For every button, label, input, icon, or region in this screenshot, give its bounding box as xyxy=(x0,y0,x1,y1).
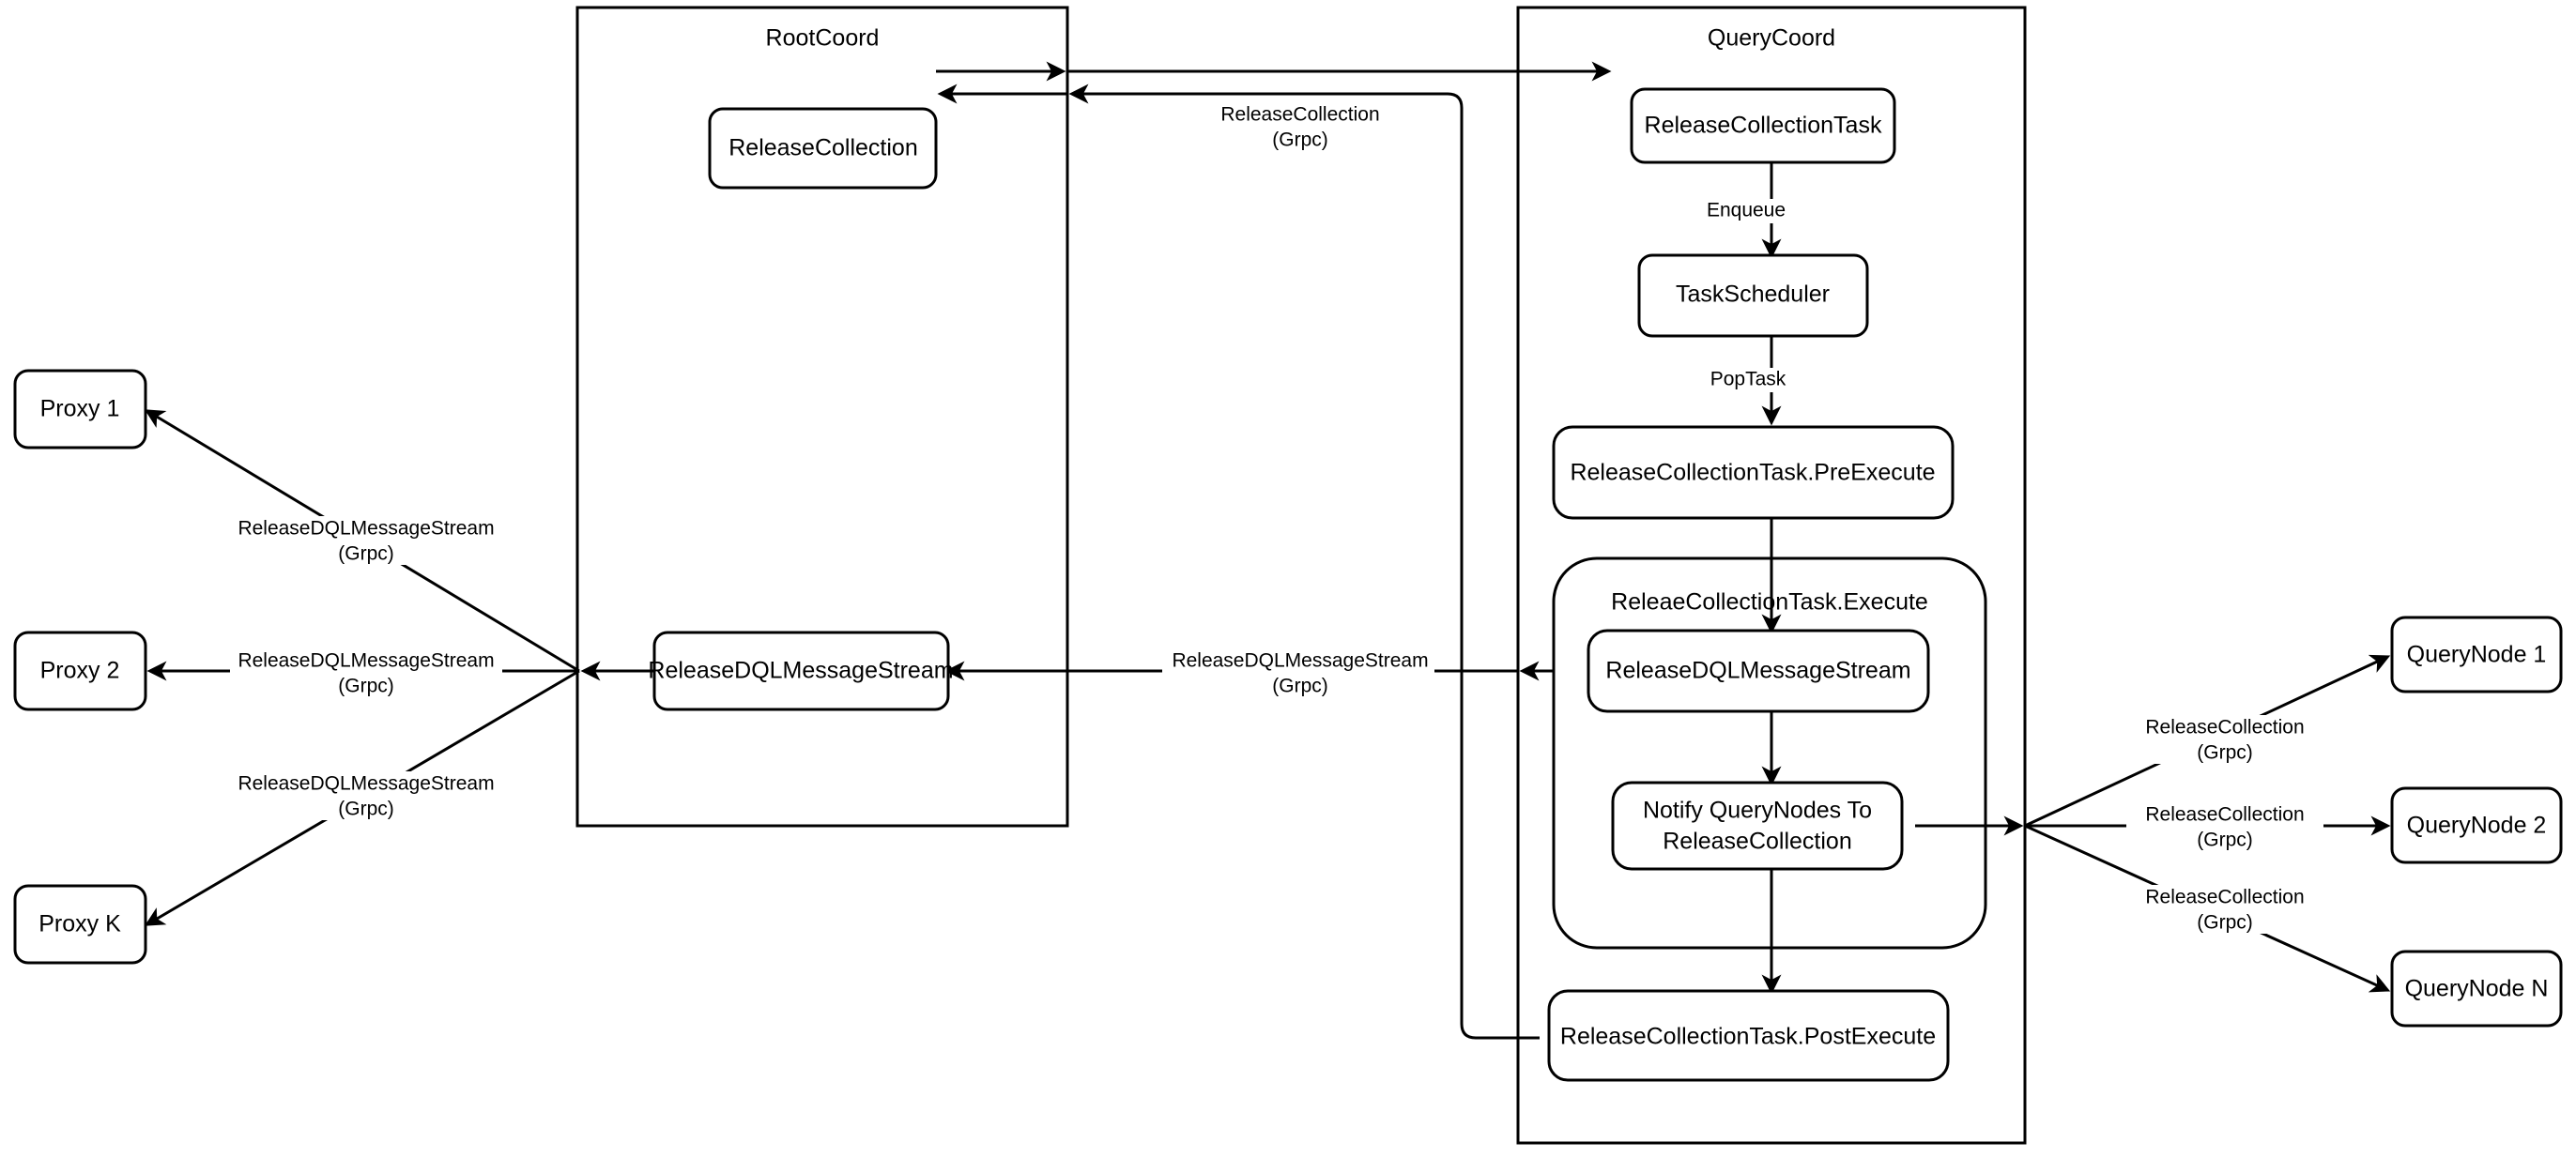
edge-label-rc-qn1-line1: ReleaseCollection xyxy=(2145,717,2304,739)
node-rootcoord-release-dql[interactable] xyxy=(652,631,950,711)
node-proxy1-label: Proxy 1 xyxy=(40,396,120,422)
node-notify-querynodes-label-line1: Notify QueryNodes To xyxy=(1643,798,1872,824)
node-querynode1-label: QueryNode 1 xyxy=(2407,642,2547,668)
edge-label-poptask: PopTask xyxy=(1710,369,1786,390)
node-proxyk[interactable] xyxy=(13,884,147,965)
edge-label-plate-dql-proxyk xyxy=(230,771,502,820)
container-rootcoord-title: RootCoord xyxy=(766,25,880,52)
node-querycoord-release-dql[interactable] xyxy=(1587,629,1930,713)
edge-label-rc-qn2-line1: ReleaseCollection xyxy=(2145,804,2304,826)
edge-label-rc-qnn-line1: ReleaseCollection xyxy=(2145,887,2304,908)
node-querynode1[interactable] xyxy=(2390,616,2563,693)
node-querynode2-label: QueryNode 2 xyxy=(2407,813,2547,839)
edge-label-plate-dql-mid xyxy=(1162,649,1434,674)
node-proxy2-label: Proxy 2 xyxy=(40,658,120,684)
edge-label-plate-poptask xyxy=(1694,368,1786,392)
node-notify-querynodes[interactable] xyxy=(1611,781,1904,871)
node-preexecute-label: ReleaseCollectionTask.PreExecute xyxy=(1570,460,1935,486)
edge-label-dql-proxyk-line2: (Grpc) xyxy=(338,799,394,820)
node-release-collection-label: ReleaseCollection xyxy=(728,135,918,161)
container-querycoord-title: QueryCoord xyxy=(1708,25,1835,52)
node-querynode2[interactable] xyxy=(2390,786,2563,864)
node-notify-querynodes-label-line2: ReleaseCollection xyxy=(1663,829,1852,855)
edge-label-dql-proxy1-line1: ReleaseDQLMessageStream xyxy=(238,518,494,540)
node-preexecute[interactable] xyxy=(1552,425,1955,520)
node-task-scheduler[interactable] xyxy=(1637,253,1869,338)
edge-label-plate-rc-qn1 xyxy=(2126,715,2323,764)
node-querynoden-label: QueryNode N xyxy=(2405,976,2549,1002)
edge-label-dql-proxy2-line2: (Grpc) xyxy=(338,676,394,697)
edge-label-plate-dql-proxy1 xyxy=(230,516,502,565)
edge-label-plate-rc-to-qc xyxy=(1202,101,1399,126)
edge-label-dql-proxyk-line1: ReleaseDQLMessageStream xyxy=(238,773,494,795)
edge-label-plate-enqueue xyxy=(1690,199,1784,223)
edge-label-dql-proxy1-line2: (Grpc) xyxy=(338,543,394,565)
edge-label-plate-rc-qnn xyxy=(2126,885,2323,934)
node-postexecute-label: ReleaseCollectionTask.PostExecute xyxy=(1560,1024,1936,1050)
node-querycoord-release-dql-label: ReleaseDQLMessageStream xyxy=(1605,658,1910,684)
node-proxy2[interactable] xyxy=(13,631,147,711)
node-postexecute[interactable] xyxy=(1547,989,1950,1082)
node-task-scheduler-label: TaskScheduler xyxy=(1676,282,1830,308)
edge-postexecute-return-to-rootcoord xyxy=(1068,84,1540,1040)
edge-label-rc-qn1-line2: (Grpc) xyxy=(2197,742,2253,764)
edge-label-dql-mid-line1: ReleaseDQLMessageStream xyxy=(1172,650,1428,672)
edge-label-enqueue: Enqueue xyxy=(1707,200,1786,221)
node-release-collection[interactable] xyxy=(708,107,938,190)
edge-label-plate-rc-qn2 xyxy=(2126,802,2323,851)
node-release-collection-task[interactable] xyxy=(1630,87,1896,164)
edge-label-dql-mid-line2: (Grpc) xyxy=(1272,676,1328,697)
edge-label-rc-to-qc-line1: ReleaseCollection xyxy=(1220,104,1379,126)
group-execute-title: ReleaeCollectionTask.Execute xyxy=(1611,589,1928,616)
node-proxy1[interactable] xyxy=(13,369,147,449)
node-rootcoord-release-dql-label: ReleaseDQLMessageStream xyxy=(648,658,953,684)
node-release-collection-task-label: ReleaseCollectionTask xyxy=(1645,113,1882,139)
node-querynoden[interactable] xyxy=(2390,950,2563,1028)
edge-label-rc-qnn-line2: (Grpc) xyxy=(2197,912,2253,934)
edge-label-rc-qn2-line2: (Grpc) xyxy=(2197,830,2253,851)
edge-label-dql-proxy2-line1: ReleaseDQLMessageStream xyxy=(238,650,494,672)
node-proxyk-label: Proxy K xyxy=(38,911,121,937)
group-execute xyxy=(1552,556,1987,950)
edge-label-plate-dql-proxy2 xyxy=(230,649,502,674)
edge-label-rc-to-qc-line2: (Grpc) xyxy=(1272,129,1328,151)
